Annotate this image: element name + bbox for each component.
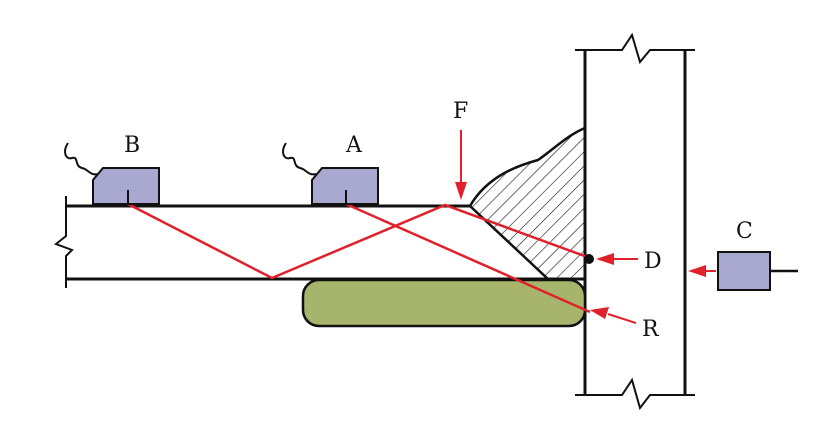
- label-d: D: [644, 249, 662, 274]
- weld-bead: [468, 126, 587, 281]
- top-break-line: [575, 32, 695, 65]
- probe-c-icon: [717, 251, 798, 291]
- backing-bar: [301, 278, 587, 328]
- beam-path-a: [345, 202, 591, 314]
- label-r: R: [642, 317, 660, 342]
- arrow-d: [596, 253, 638, 265]
- beam-path-b: [127, 202, 591, 280]
- probe-a-icon: [282, 142, 379, 205]
- bottom-break-line: [575, 377, 695, 411]
- defect-point-d: [584, 254, 594, 264]
- arrow-r: [590, 307, 637, 324]
- probe-b-icon: [64, 142, 160, 205]
- arrow-f: [455, 130, 467, 200]
- label-b: B: [124, 133, 140, 158]
- vertical-plate: [575, 32, 695, 411]
- left-break-line: [54, 196, 74, 288]
- label-c: C: [736, 219, 753, 244]
- label-f: F: [453, 99, 468, 124]
- label-a: A: [345, 133, 363, 158]
- arrow-c: [688, 265, 716, 277]
- beam-paths: [127, 202, 591, 314]
